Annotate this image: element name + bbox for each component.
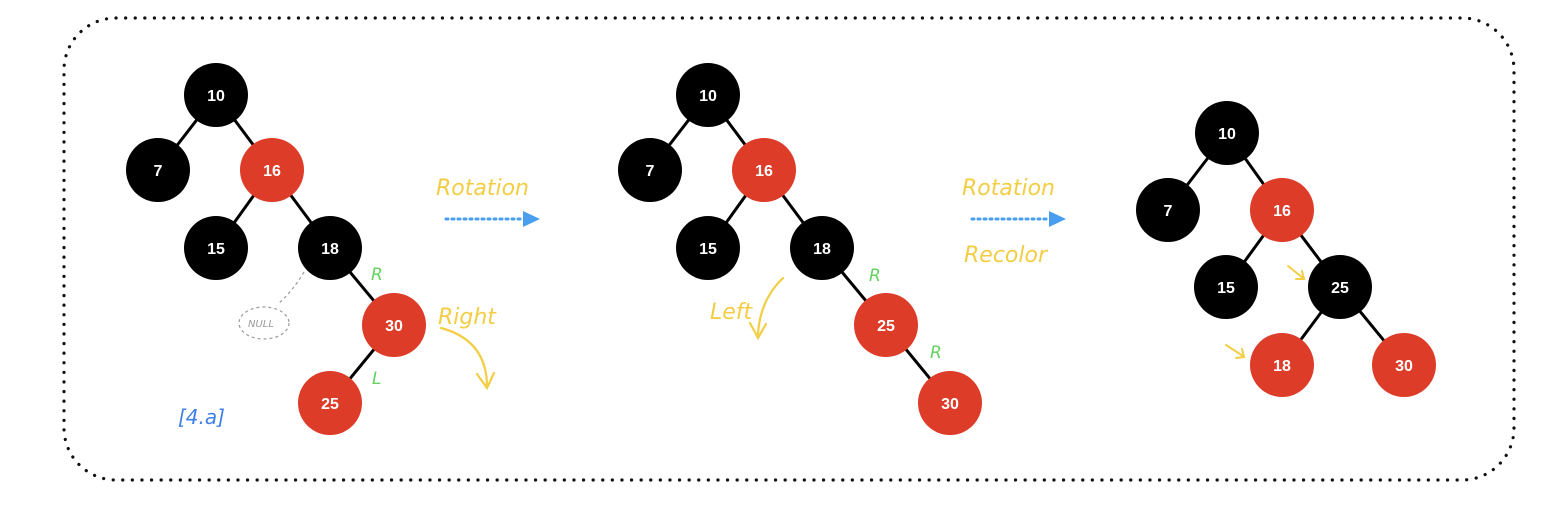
pointer-arrow-to-25 [1287,265,1304,279]
annotations-tree-3 [1225,265,1306,359]
r-marker-tree-2-upper: R [869,266,881,286]
node-circle [732,138,796,202]
nodes-layer: 10 7 16 15 18 30 25 10 7 16 15 18 25 30 10 7 16 15 25 18 30 [126,63,1436,435]
node-after-left-rotation-recolor-10: 10 [1195,101,1259,165]
right-rotation-arrow [439,326,489,387]
node-circle [298,371,362,435]
left-rotation-arrowhead [748,321,768,341]
node-before-16: 16 [240,138,304,202]
node-before-7: 7 [126,138,190,202]
node-label: 10 [207,88,225,105]
node-circle [240,138,304,202]
null-label: NULL [248,319,274,330]
transition-2-label-recolor: Recolor [964,243,1049,268]
node-before-30: 30 [362,293,426,357]
node-circle [184,216,248,280]
node-circle [1136,178,1200,242]
case-label: [4.a] [178,405,225,429]
r-marker-tree-2-lower: R [930,343,942,363]
node-after-left-rotation-recolor-16: 16 [1250,178,1314,242]
node-label: 25 [1331,280,1349,297]
node-label: 15 [699,241,717,258]
node-circle [1195,101,1259,165]
node-circle [1308,255,1372,319]
node-label: 30 [941,396,959,413]
node-circle [918,371,982,435]
node-after-right-rotation-18: 18 [790,216,854,280]
node-circle [854,293,918,357]
transition-2-label-rotation: Rotation [962,176,1055,201]
annotations-tree-1: NULL R L Right [4.a] [178,265,497,429]
node-circle [676,216,740,280]
transition-1-arrowhead [523,211,540,227]
node-label: 10 [1218,126,1236,143]
left-rotation-arrow [756,276,785,336]
node-after-left-rotation-recolor-18: 18 [1250,333,1314,397]
pointer-arrow-to-25-head [1295,270,1306,280]
transition-1: Rotation [436,176,540,227]
node-after-right-rotation-30: 30 [918,371,982,435]
node-label: 7 [1164,203,1173,220]
node-after-right-rotation-15: 15 [676,216,740,280]
node-circle [362,293,426,357]
node-label: 16 [755,163,773,180]
node-circle [1372,333,1436,397]
node-before-15: 15 [184,216,248,280]
node-label: 7 [646,163,655,180]
node-after-left-rotation-recolor-7: 7 [1136,178,1200,242]
node-label: 7 [154,163,163,180]
node-label: 18 [1273,358,1291,375]
node-label: 15 [1217,280,1235,297]
node-after-right-rotation-7: 7 [618,138,682,202]
node-after-left-rotation-recolor-15: 15 [1194,255,1258,319]
annotations-tree-2: Left R R [710,266,942,363]
right-label: Right [438,305,497,330]
node-label: 18 [321,241,339,258]
node-label: 16 [263,163,281,180]
dotted-frame [62,16,1516,482]
node-label: 18 [813,241,831,258]
node-circle [676,63,740,127]
right-rotation-arrowhead [475,371,496,391]
node-after-right-rotation-25: 25 [854,293,918,357]
transition-2-arrowhead [1049,211,1066,227]
pointer-arrow-to-18 [1225,344,1244,357]
pointer-arrow-to-18-head [1235,348,1246,359]
node-circle [1250,178,1314,242]
node-after-left-rotation-recolor-25: 25 [1308,255,1372,319]
node-circle [618,138,682,202]
transition-1-label: Rotation [436,176,529,201]
node-label: 30 [1395,358,1413,375]
node-label: 16 [1273,203,1291,220]
null-pointer-dashes [277,271,305,305]
transition-2: Rotation Recolor [962,176,1066,268]
null-cloud [238,306,290,340]
r-marker-tree-1: R [371,265,383,285]
left-label: Left [710,300,754,325]
node-before-10: 10 [184,63,248,127]
node-before-18: 18 [298,216,362,280]
node-circle [1250,333,1314,397]
node-label: 10 [699,88,717,105]
node-after-right-rotation-10: 10 [676,63,740,127]
node-circle [126,138,190,202]
node-label: 25 [877,318,895,335]
node-circle [184,63,248,127]
node-before-25: 25 [298,371,362,435]
node-circle [1194,255,1258,319]
node-label: 15 [207,241,225,258]
node-after-left-rotation-recolor-30: 30 [1372,333,1436,397]
node-after-right-rotation-16: 16 [732,138,796,202]
node-circle [298,216,362,280]
node-label: 25 [321,396,339,413]
node-circle [790,216,854,280]
node-label: 30 [385,318,403,335]
l-marker-tree-1: L [372,369,381,389]
